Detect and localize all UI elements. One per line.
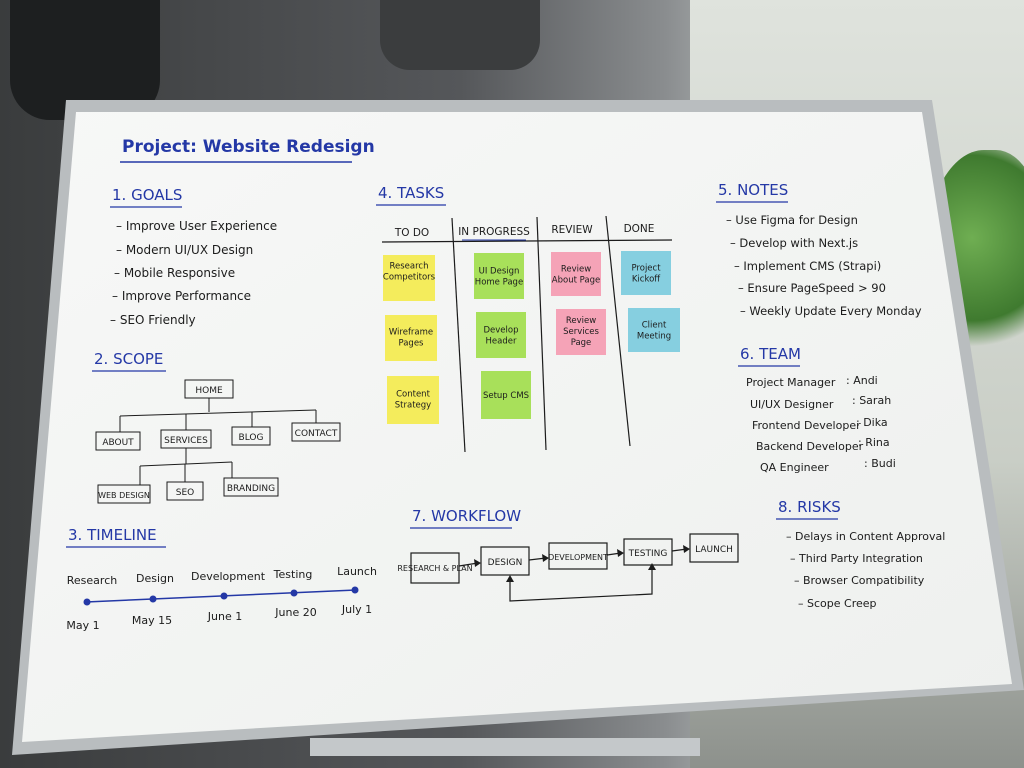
svg-text:Setup CMS: Setup CMS — [483, 391, 529, 401]
risks-list: – Delays in Content Approval – Third Par… — [786, 530, 945, 610]
task-column-header: REVIEW — [551, 224, 593, 236]
team-list: Project Manager : Andi UI/UX Designer : … — [746, 374, 896, 474]
task-column-header: DONE — [624, 223, 655, 235]
timeline-label: Research — [67, 574, 117, 587]
goal-item: – Modern UI/UX Design — [116, 243, 253, 257]
task-column-header: IN PROGRESS — [458, 226, 530, 238]
goal-item: – Improve Performance — [112, 289, 251, 303]
timeline-date: June 20 — [274, 606, 316, 619]
whiteboard-surface — [22, 112, 1012, 742]
goal-item: – SEO Friendly — [110, 313, 196, 327]
sitemap — [95, 379, 341, 504]
team-role: Backend Developer — [756, 440, 864, 453]
team-role: UI/UX Designer — [750, 398, 834, 411]
team-role: QA Engineer — [760, 461, 829, 474]
goal-item: – Mobile Responsive — [114, 266, 235, 280]
risk-item: – Scope Creep — [798, 597, 877, 610]
timeline-date: May 1 — [66, 619, 99, 632]
sitemap-node: BLOG — [239, 433, 264, 443]
timeline-label: Development — [191, 570, 266, 583]
goals-list: – Improve User Experience – Modern UI/UX… — [110, 219, 277, 327]
note-item: – Use Figma for Design — [726, 213, 858, 227]
team-role: Project Manager — [746, 376, 836, 389]
notes-list: – Use Figma for Design – Develop with Ne… — [726, 213, 922, 318]
sitemap-node: CONTACT — [295, 429, 338, 439]
goal-item: – Improve User Experience — [116, 219, 277, 233]
tasks-heading: 4. TASKS — [378, 184, 444, 202]
risk-item: – Third Party Integration — [790, 552, 923, 565]
workflow-step: DEVELOPMENT — [548, 553, 608, 562]
kanban-grid — [381, 215, 673, 453]
workflow-step: TESTING — [628, 549, 668, 559]
note-item: – Develop with Next.js — [730, 236, 858, 250]
team-name: : Budi — [864, 457, 896, 470]
sitemap-node: BRANDING — [227, 484, 275, 494]
timeline-heading: 3. TIMELINE — [68, 526, 157, 544]
sitemap-node: SEO — [176, 488, 194, 498]
notes-heading: 5. NOTES — [718, 181, 788, 199]
task-column-header: TO DO — [394, 227, 429, 239]
note-item: – Weekly Update Every Monday — [740, 304, 922, 318]
timeline-date: June 1 — [207, 610, 242, 623]
note-item: – Implement CMS (Strapi) — [734, 259, 881, 273]
workflow-diagram — [410, 533, 739, 602]
timeline-label: Testing — [273, 568, 313, 581]
sitemap-node: SERVICES — [164, 436, 208, 446]
goals-heading: 1. GOALS — [112, 186, 182, 204]
board-title: Project: Website Redesign — [122, 137, 375, 157]
timeline-date: July 1 — [341, 603, 372, 616]
team-name: : Dika — [856, 416, 888, 429]
office-chair-back — [380, 0, 540, 70]
team-role: Frontend Developer — [752, 419, 861, 432]
risk-item: – Browser Compatibility — [794, 574, 925, 587]
risk-item: – Delays in Content Approval — [786, 530, 945, 543]
timeline-label: Design — [136, 572, 174, 585]
marker-tray — [310, 738, 700, 756]
risks-heading: 8. RISKS — [778, 498, 841, 516]
note-item: – Ensure PageSpeed > 90 — [738, 281, 886, 295]
team-name: : Rina — [858, 436, 890, 449]
timeline-date: May 15 — [132, 614, 172, 627]
sitemap-node: WEB DESIGN — [98, 491, 150, 500]
team-name: : Andi — [846, 374, 878, 387]
sitemap-node-home: HOME — [195, 386, 223, 396]
workflow-step: LAUNCH — [695, 545, 733, 555]
workflow-step: RESEARCH & PLAN — [397, 564, 472, 573]
timeline-markers — [83, 586, 359, 606]
timeline-label: Launch — [337, 565, 377, 578]
team-heading: 6. TEAM — [740, 345, 801, 363]
workflow-arrowheads — [474, 545, 690, 582]
workflow-heading: 7. WORKFLOW — [412, 507, 521, 525]
scope-heading: 2. SCOPE — [94, 350, 163, 368]
sitemap-node: ABOUT — [102, 438, 134, 448]
sticky-note-in-progress: Setup CMS — [481, 371, 531, 419]
team-name: : Sarah — [852, 394, 891, 407]
workflow-step: DESIGN — [488, 558, 523, 568]
